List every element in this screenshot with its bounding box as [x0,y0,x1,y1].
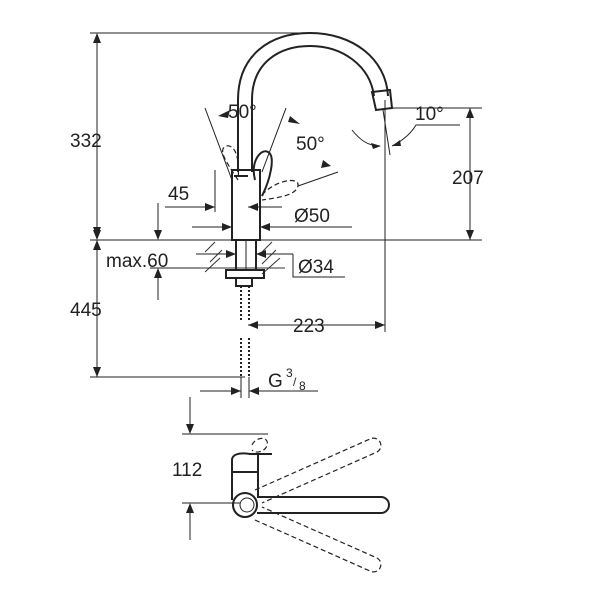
spout-angle-label: 10° [415,104,444,125]
faucet-side-view: 50° 50° [200,31,394,377]
total-height-label: 332 [70,131,102,152]
reference-lines [90,32,482,378]
spout-height-label: 207 [452,168,484,189]
thread-denominator: 8 [299,379,306,393]
body-diameter-label: Ø50 [294,206,330,227]
dimension-445: 445 [70,240,102,377]
spout-reach-label: 223 [293,316,325,337]
thread-slash: / [293,375,297,389]
handle-angle-front-label: 50° [228,102,257,123]
handle-offset-label: 45 [168,184,189,205]
dimension-max-60: max.60 [106,203,200,300]
faucet-top-view: 112 [172,397,390,573]
counter-hatch [200,241,285,275]
dimension-diameter-34: Ø34 [196,250,345,278]
dimension-223: 223 [248,316,385,337]
dimension-spout-angle: 10° [351,104,460,156]
dimension-thread: G 3 / 8 [200,366,318,398]
dimension-207: 207 [452,108,484,240]
dimension-diameter-50: Ø50 [192,206,352,231]
hole-diameter-label: Ø34 [298,257,334,278]
dimension-45: 45 [165,170,282,212]
thread-prefix: G [268,371,283,392]
below-counter-label: 445 [70,300,102,321]
dimension-332: 332 [70,33,102,240]
max-counter-thickness-label: max.60 [106,251,168,272]
handle-angle-side-label: 50° [296,134,325,155]
top-view-offset-label: 112 [172,460,202,481]
thread-numerator: 3 [286,366,293,380]
